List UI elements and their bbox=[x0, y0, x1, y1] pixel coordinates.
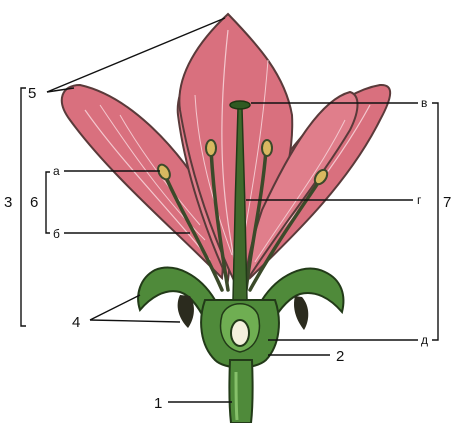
label-d: д bbox=[421, 333, 428, 347]
label-v: в bbox=[421, 96, 427, 110]
bracket-7 bbox=[432, 103, 438, 340]
label-2: 2 bbox=[336, 348, 344, 365]
bracket-3 bbox=[21, 88, 26, 326]
label-1: 1 bbox=[154, 395, 162, 412]
anther-3 bbox=[262, 140, 272, 156]
pedicel bbox=[229, 360, 252, 423]
label-6: 6 bbox=[30, 194, 38, 211]
ovary-receptacle bbox=[201, 300, 279, 368]
bracket-6 bbox=[46, 172, 50, 233]
ovule bbox=[231, 320, 249, 346]
label-b: б bbox=[53, 227, 60, 241]
label-5: 5 bbox=[28, 85, 36, 102]
label-a: а bbox=[53, 164, 60, 178]
label-3: 3 bbox=[4, 194, 12, 211]
label-7: 7 bbox=[443, 194, 451, 211]
anther-2 bbox=[206, 140, 216, 156]
stigma bbox=[230, 101, 250, 109]
petals bbox=[62, 14, 390, 285]
label-g: г bbox=[417, 193, 422, 207]
label-4: 4 bbox=[72, 314, 80, 331]
